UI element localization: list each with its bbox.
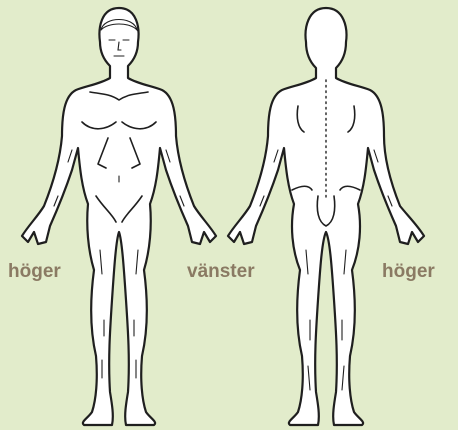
- label-front-right-side: höger: [8, 262, 61, 281]
- back-view-figure: [228, 8, 424, 425]
- front-view-figure: [22, 8, 216, 425]
- back-body-outline: [228, 8, 424, 425]
- label-front-left-side: vänster: [187, 262, 255, 281]
- label-back-right-side: höger: [382, 262, 435, 281]
- front-body-outline: [22, 8, 216, 425]
